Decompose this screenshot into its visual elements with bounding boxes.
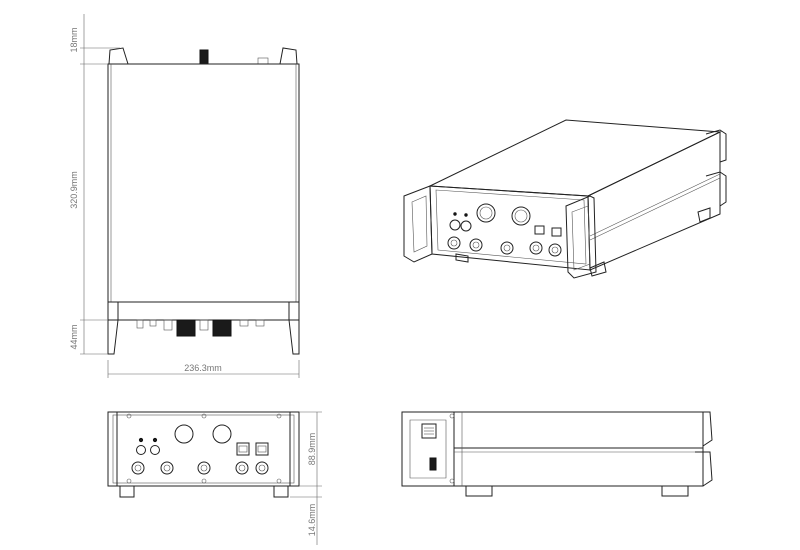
dim-foot-height: 14.6mm [307, 504, 317, 537]
front-view-dimensions [290, 411, 322, 545]
dim-depth: 320.9mm [69, 171, 79, 209]
dim-top-clearance: 18mm [69, 27, 79, 52]
dim-front-overhang: 44mm [69, 324, 79, 349]
front-view [107, 411, 300, 498]
isometric-view [403, 119, 727, 279]
top-view [107, 47, 300, 355]
dim-width: 236.3mm [184, 363, 222, 373]
side-view [401, 411, 713, 497]
dim-height: 88.9mm [307, 433, 317, 466]
top-view-dimensions [80, 14, 300, 378]
